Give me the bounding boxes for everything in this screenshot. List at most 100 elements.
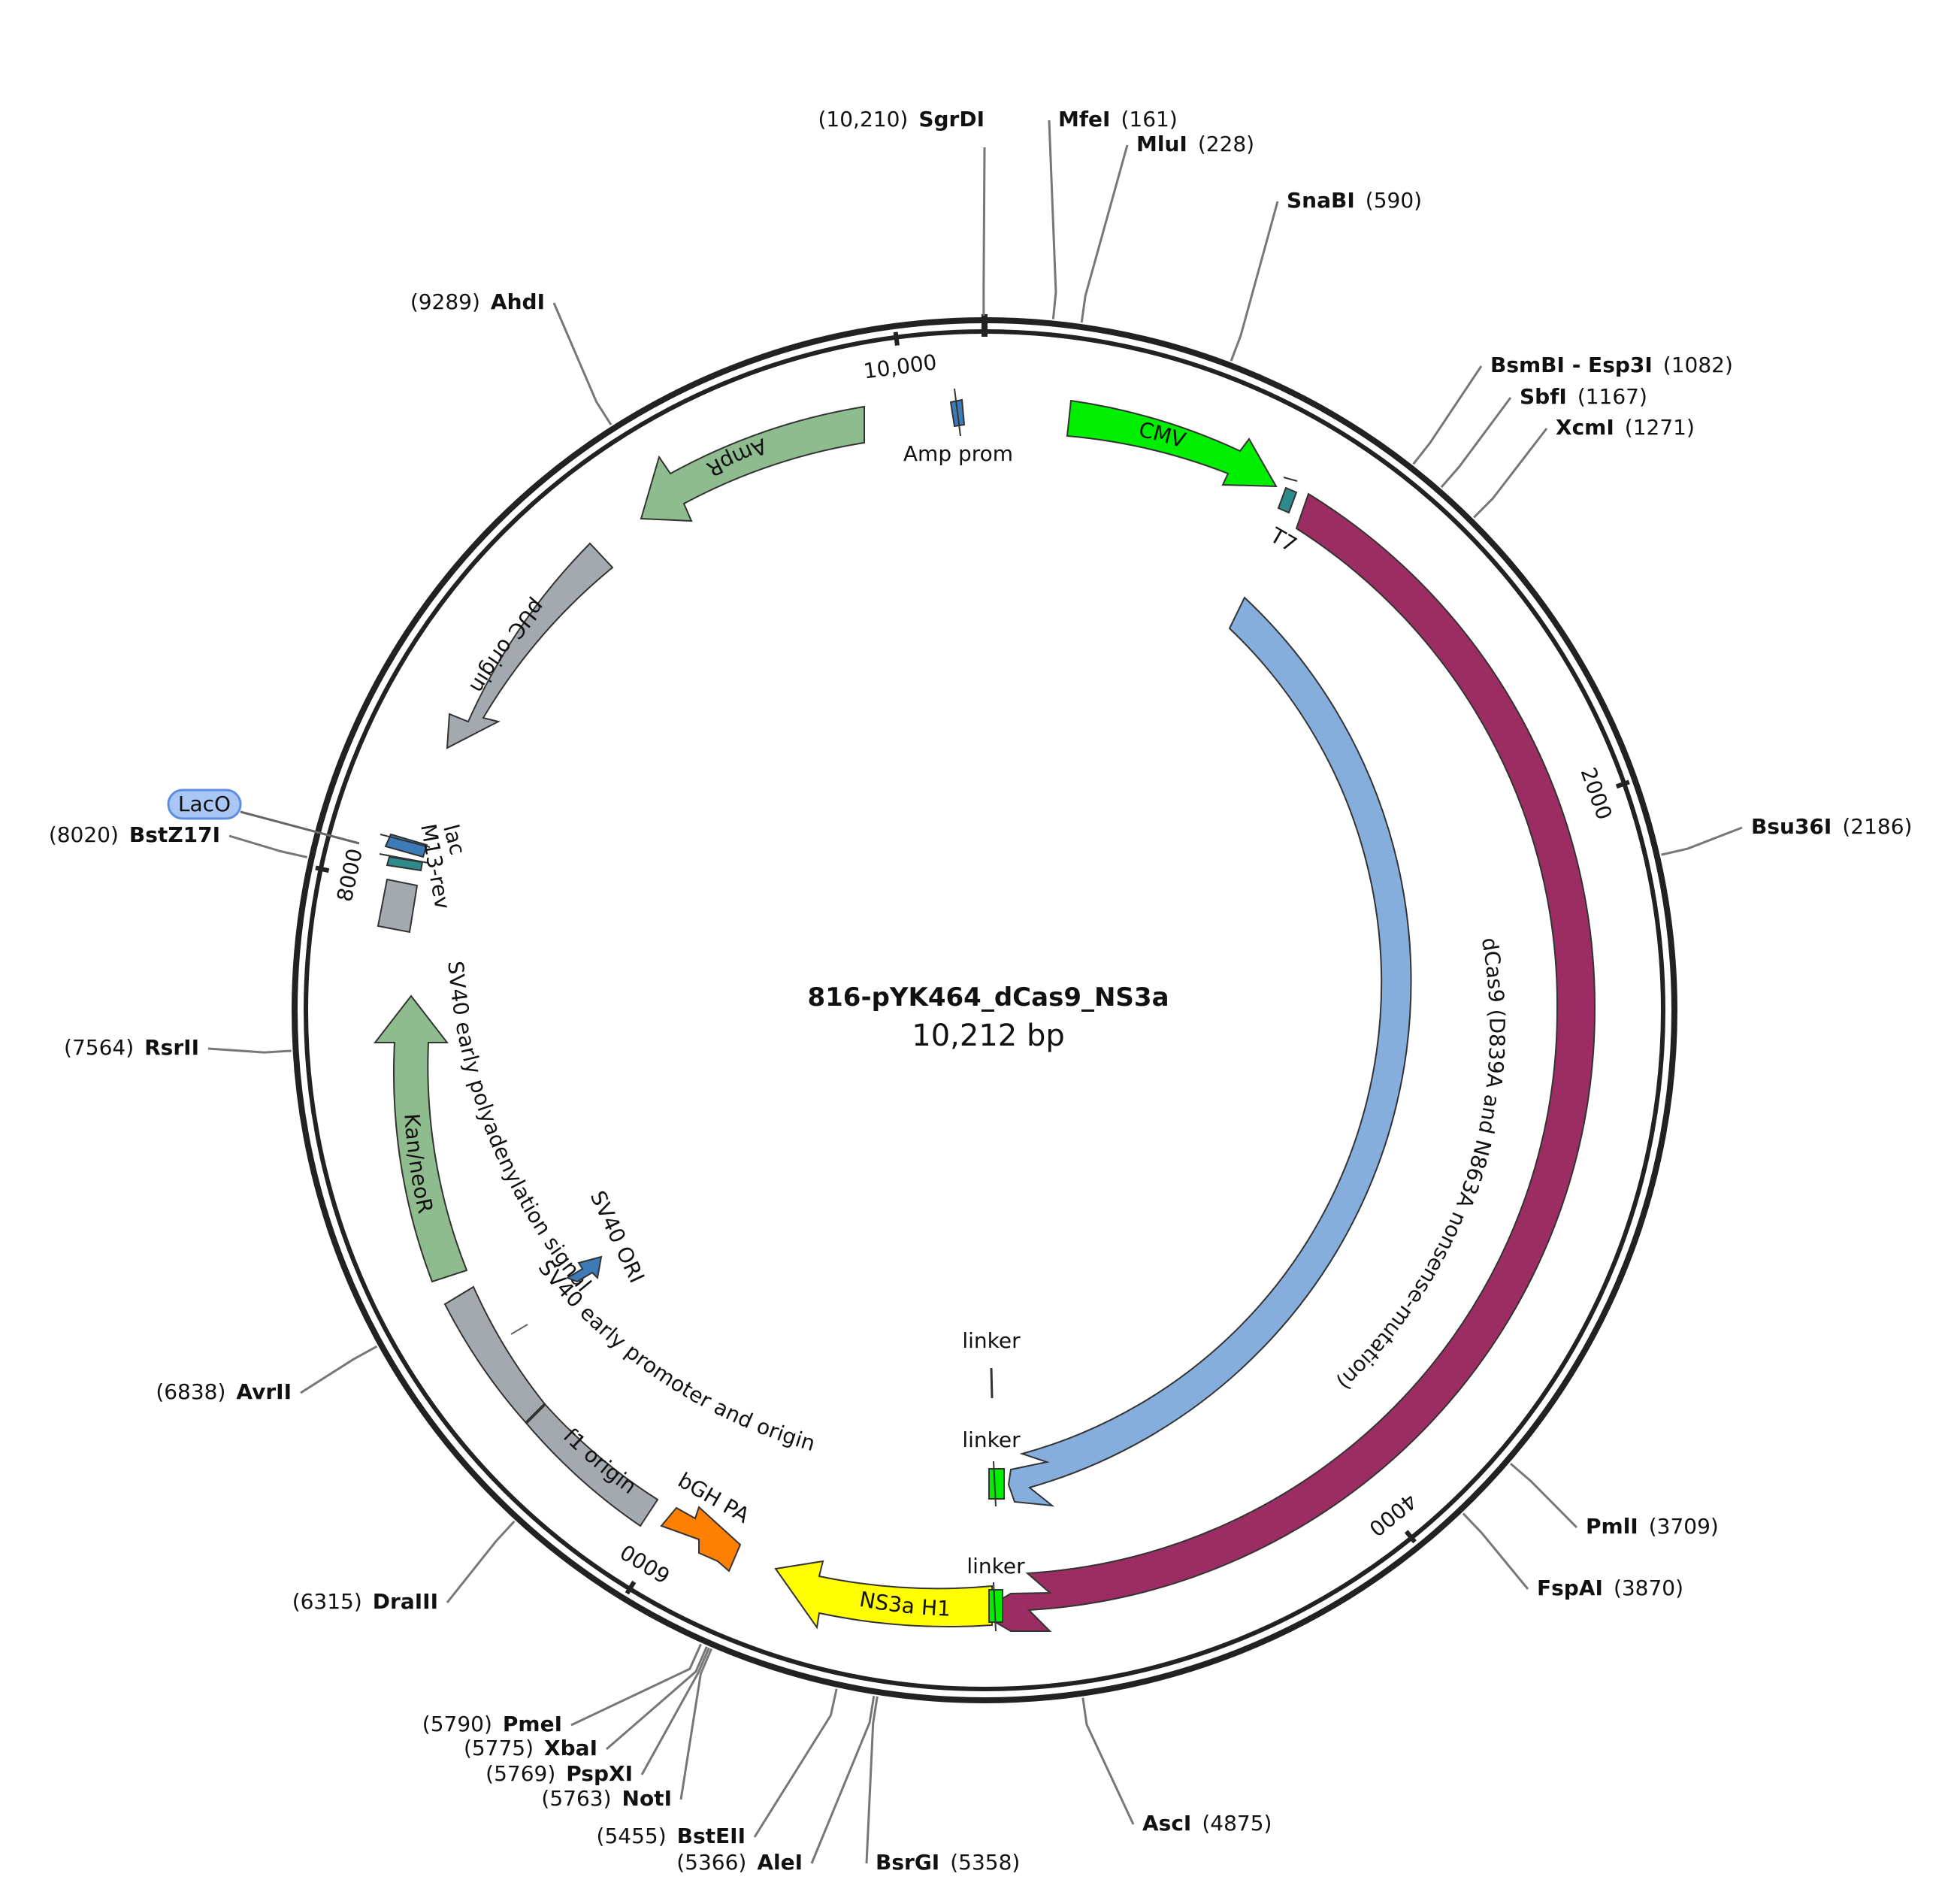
enzyme-label: (5763)NotI — [541, 1786, 672, 1811]
enzyme-label: SbfI(1167) — [1520, 384, 1647, 409]
enzyme-leader-line — [1412, 365, 1483, 465]
enzyme-label: PmlI(3709) — [1586, 1514, 1719, 1539]
restriction-sites: (10,210)SgrDI MfeI(161)MluI(228) SnaBI(590… — [49, 107, 1913, 1875]
feature-linker-2[interactable]: linker — [962, 1427, 1021, 1507]
tick-label: 4000 — [1364, 1488, 1421, 1541]
enzyme-site-pmei[interactable]: (5790)PmeI — [422, 1643, 702, 1736]
enzyme-site-bsmbi-esp3i[interactable]: BsmBI - Esp3I(1082) — [1412, 353, 1733, 465]
tick-mark — [1615, 779, 1630, 789]
enzyme-leader-line — [640, 1647, 710, 1775]
enzyme-leader-line — [606, 1646, 708, 1751]
enzyme-site-noti[interactable]: (5763)NotI — [541, 1648, 712, 1811]
feature-label-laco: LacO — [178, 792, 231, 816]
feature-sv40-prom[interactable]: SV40 early promoter and origin — [443, 1255, 818, 1456]
feature-label-translation: Translation 748-6546 — [1657, 1087, 1746, 1333]
enzyme-leader-line — [1048, 120, 1057, 319]
enzyme-site-bstz17i[interactable]: (8020)BstZ17I — [49, 822, 308, 858]
enzyme-label: Bsu36I(2186) — [1751, 814, 1912, 839]
feature-sv40-ori[interactable]: SV40 ORI — [565, 1187, 649, 1287]
enzyme-label: (9289)AhdI — [410, 289, 545, 314]
enzyme-label: (5775)XbaI — [464, 1736, 597, 1760]
feature-t7[interactable]: T7 — [1266, 477, 1302, 558]
enzyme-site-bsrgi[interactable]: BsrGI(5358) — [865, 1696, 1020, 1875]
feature-linker-3[interactable]: linker — [966, 1554, 1025, 1632]
enzyme-site-alei[interactable]: (5366)AleI — [676, 1695, 876, 1875]
enzyme-site-xbai[interactable]: (5775)XbaI — [464, 1646, 708, 1760]
feature-label-t7: T7 — [1266, 522, 1302, 558]
plasmid-name: 816-pYK464_dCas9_NS3a — [807, 982, 1169, 1013]
enzyme-label: (10,210)SgrDI — [818, 107, 985, 132]
enzyme-leader-line — [1473, 428, 1548, 519]
tick-label: 8000 — [332, 846, 368, 904]
enzyme-leader-line — [1661, 826, 1743, 856]
feature-bgh-pa[interactable]: bGH PA — [660, 1467, 754, 1573]
tick-mark — [893, 331, 900, 346]
enzyme-leader-line — [982, 147, 986, 316]
enzyme-leader-line — [1230, 201, 1279, 362]
feature-ns3a-h1[interactable]: NS3a H1 — [774, 1560, 993, 1630]
enzyme-label: MfeI(161) — [1058, 107, 1178, 132]
enzyme-site-sbfi[interactable]: SbfI(1167) — [1440, 384, 1647, 489]
enzyme-label: (5455)BstEII — [597, 1824, 746, 1848]
enzyme-site-bsu36i[interactable]: Bsu36I(2186) — [1661, 814, 1913, 856]
feature-linker-1[interactable]: linker — [962, 1328, 1021, 1399]
feature-laco[interactable]: LacO — [167, 789, 360, 845]
enzyme-label: (5769)PspXI — [485, 1761, 633, 1786]
feature-label-linker-2: linker — [962, 1427, 1021, 1452]
enzyme-label: BsrGI(5358) — [876, 1850, 1020, 1875]
enzyme-leader-line — [810, 1695, 876, 1864]
tick-label: 6000 — [616, 1539, 675, 1588]
enzyme-leader-line — [753, 1688, 838, 1838]
enzyme-leader-line — [1080, 144, 1129, 323]
tick-label: 2000 — [1576, 764, 1617, 823]
enzyme-site-fspai[interactable]: FspAI(3870) — [1462, 1512, 1683, 1600]
enzyme-site-ahdi[interactable]: (9289)AhdI — [410, 289, 613, 425]
feature-label-amp-prom: Amp prom — [903, 441, 1013, 466]
enzyme-site-snabi[interactable]: SnaBI(590) — [1230, 188, 1422, 362]
enzyme-leader-line — [552, 302, 613, 425]
tick-label: 10,000 — [862, 350, 938, 383]
feature-kanneor[interactable]: Kan/neoR — [373, 994, 468, 1283]
enzyme-leader-line — [300, 1345, 378, 1394]
enzyme-label: FspAI(3870) — [1537, 1576, 1683, 1600]
enzyme-site-pmli[interactable]: PmlI(3709) — [1509, 1463, 1719, 1539]
enzyme-site-draiii[interactable]: (6315)DraIII — [292, 1520, 516, 1614]
enzyme-site-mlui[interactable]: MluI(228) — [1080, 132, 1254, 323]
enzyme-label: (8020)BstZ17I — [49, 822, 220, 847]
enzyme-site-asci[interactable]: AscI(4875) — [1081, 1697, 1272, 1836]
plasmid-length: 10,212 bp — [912, 1019, 1064, 1053]
enzyme-site-mfei[interactable]: MfeI(161) — [1048, 107, 1178, 319]
enzyme-label: (6838)AvrII — [156, 1379, 292, 1404]
feature-puc-origin[interactable]: pUC origin — [446, 542, 614, 749]
enzyme-leader-line — [1462, 1512, 1529, 1590]
enzyme-site-avrii[interactable]: (6838)AvrII — [156, 1345, 378, 1404]
feature-amp-prom[interactable]: Amp prom — [903, 388, 1013, 466]
enzyme-label: (6315)DraIII — [292, 1589, 438, 1614]
enzyme-leader-line — [1440, 397, 1512, 489]
enzyme-leader-line — [446, 1520, 516, 1603]
feature-f1-origin[interactable]: f1 origin — [525, 1403, 659, 1527]
enzyme-site-bsteii[interactable]: (5455)BstEII — [597, 1688, 838, 1848]
enzyme-leader-line — [228, 834, 308, 858]
enzyme-leader-line — [865, 1696, 879, 1864]
feature-cmv[interactable]: CMV — [1066, 399, 1278, 488]
enzyme-label: (5790)PmeI — [422, 1712, 562, 1736]
feature-label-sv40-pa: SV40 early polyadenylation signal — [443, 960, 596, 1297]
feature-label-linker-3: linker — [966, 1554, 1025, 1579]
enzyme-label: XcmI(1271) — [1556, 415, 1695, 440]
enzyme-label: (7564)RsrII — [64, 1035, 199, 1060]
enzyme-site-pspxi[interactable]: (5769)PspXI — [485, 1647, 710, 1786]
enzyme-site-rsrii[interactable]: (7564)RsrII — [64, 1035, 292, 1060]
feature-ampr[interactable]: AmpR — [640, 405, 865, 522]
enzyme-label: SnaBI(590) — [1287, 188, 1422, 213]
enzyme-leader-line — [1081, 1697, 1135, 1825]
tick-mark — [1404, 1530, 1417, 1544]
tick-mark — [625, 1580, 637, 1595]
enzyme-label: (5366)AleI — [676, 1850, 803, 1875]
enzyme-label: AscI(4875) — [1142, 1811, 1272, 1836]
enzyme-site-sgrdi[interactable]: (10,210)SgrDI — [818, 107, 986, 316]
enzyme-site-xcmi[interactable]: XcmI(1271) — [1473, 415, 1695, 519]
feature-label-linker-1: linker — [962, 1328, 1021, 1353]
enzyme-label: BsmBI - Esp3I(1082) — [1490, 353, 1733, 377]
